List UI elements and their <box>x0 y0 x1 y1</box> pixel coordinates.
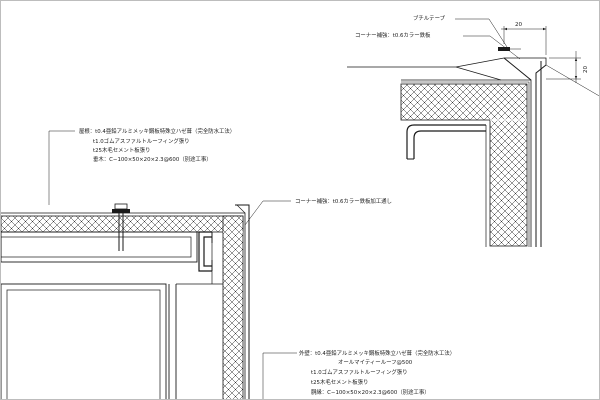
wall-insulation-top-detail <box>489 119 528 247</box>
roof-spec-layer-2: t1.0ゴムアスファルトルーフィング張り <box>93 137 190 145</box>
roof-spec-layer-4: 垂木：C−100×50×20×2.3@600（別途工事） <box>93 155 212 163</box>
corner-reinforcement-label: コーナー補強：t0.6カラー鉄板 <box>355 31 431 39</box>
leader-lines <box>48 130 297 399</box>
dimension-height-value: 20 <box>583 65 589 73</box>
dimension-width-value: 20 <box>515 22 523 28</box>
roof-spec-layer-3: t25木毛セメント板張り <box>93 146 150 154</box>
corner-detail-bottom-left <box>1 203 250 399</box>
roof-spec-labels: 屋根：t0.4亜鉛アルミメッキ鋼板特殊立ハゼ葺（完全防水工法） t1.0ゴムアス… <box>79 127 235 163</box>
corner-detail-label: コーナー補強：t0.6カラー鉄板加工通し <box>295 197 392 205</box>
wall-spec-layer-2: t1.0ゴムアスファルトルーフィング張り <box>311 368 408 376</box>
roof-insulation-top-detail <box>400 83 528 121</box>
butyl-tape-mark <box>498 47 510 51</box>
top-right-labels: ブチルテープ コーナー補強：t0.6カラー鉄板 20 20 <box>355 14 589 73</box>
wall-spec-layer-1b: オールマイティールーフ@500 <box>338 359 413 366</box>
butyl-tape-label: ブチルテープ <box>413 14 446 22</box>
wall-spec-layer-3: t25木毛セメント板張り <box>311 378 368 386</box>
dimension-height <box>546 51 581 83</box>
wall-spec-title: 外壁：t0.4亜鉛アルミメッキ鋼板特殊立ハゼ葺（完全防水工法） <box>299 349 455 357</box>
wall-spec-layer-4: 胴縁：C−100×50×20×2.3@600（別途工事） <box>311 388 430 396</box>
roof-spec-title: 屋根：t0.4亜鉛アルミメッキ鋼板特殊立ハゼ葺（完全防水工法） <box>79 127 235 135</box>
roof-insulation-main <box>1 215 244 233</box>
corner-detail-top-right <box>347 18 599 247</box>
dimension-width <box>501 26 547 55</box>
wall-insulation-main <box>222 215 244 399</box>
wall-spec-labels: 外壁：t0.4亜鉛アルミメッキ鋼板特殊立ハゼ葺（完全防水工法） オールマイティー… <box>299 349 455 396</box>
